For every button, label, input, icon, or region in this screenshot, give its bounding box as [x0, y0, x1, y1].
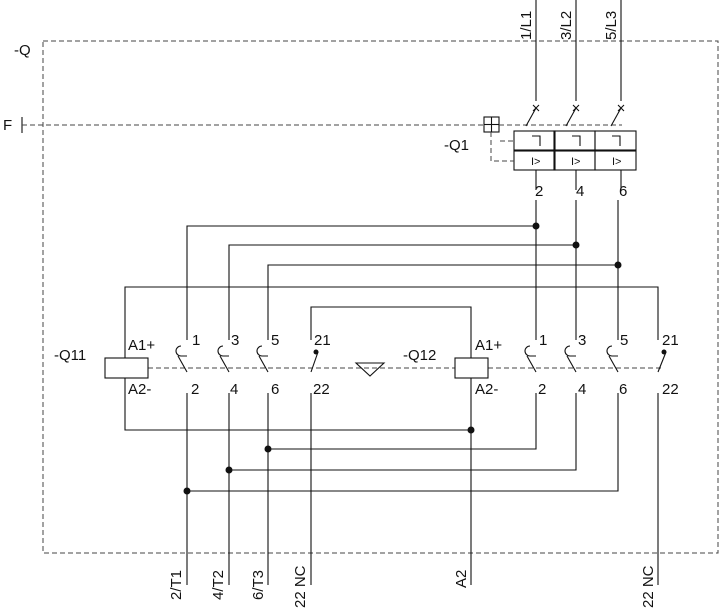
q11-label: -Q11: [54, 347, 86, 364]
actuator-label: F: [3, 117, 12, 134]
trip-symbol-3: I>: [612, 156, 621, 168]
terminal-2t1: 2/T1: [168, 570, 185, 600]
q12-coil-bottom: A2-: [475, 381, 498, 398]
thermal-trip-blocks: [513, 130, 637, 151]
breaker-label: -Q1: [444, 137, 469, 154]
q12-coil-top: A1+: [475, 337, 502, 354]
handle-symbol: [483, 116, 500, 133]
trip-symbol-1: I>: [531, 156, 540, 168]
q11-pole-top-3: 3: [231, 332, 239, 349]
q12-pole-bottom-4: 4: [578, 381, 586, 398]
enclosure-label: -Q: [14, 42, 31, 59]
terminal-labels: 2/T1 4/T2 6/T3 22 NC A2 22 NC: [168, 565, 657, 608]
q11-coil-top: A1+: [128, 337, 155, 354]
contactor-q12: -Q12 A1+ A2- 1 3 5 21 2 4 6 22: [403, 332, 679, 398]
breaker-output-4: 4: [576, 183, 584, 200]
q11-coil-bottom: A2-: [128, 381, 151, 398]
q12-pole-bottom-2: 2: [538, 381, 546, 398]
breaker-output-6: 6: [619, 183, 627, 200]
q12-pole-top-21: 21: [662, 332, 679, 349]
trip-symbol-2: I>: [571, 156, 580, 168]
breaker-q1: -Q1 1/L1 3/L2 5/L3 I>: [444, 0, 637, 200]
enclosure-frame: [42, 40, 719, 554]
q12-pole-top-1: 1: [539, 332, 547, 349]
q11-pole-bottom-2: 2: [191, 381, 199, 398]
supply-label-l1: 1/L1: [518, 11, 535, 40]
q11-pole-bottom-22: 22: [313, 381, 330, 398]
q11-pole-top-5: 5: [271, 332, 279, 349]
q11-pole-bottom-4: 4: [230, 381, 238, 398]
q12-pole-bottom-6: 6: [619, 381, 627, 398]
q12-pole-top-5: 5: [620, 332, 628, 349]
terminal-6t3: 6/T3: [250, 570, 267, 600]
terminal-22nc-q12: 22 NC: [640, 565, 657, 608]
q11-pole-top-21: 21: [314, 332, 331, 349]
q12-label: -Q12: [403, 347, 436, 364]
terminal-a2: A2: [453, 570, 470, 588]
q11-coil: [104, 357, 149, 379]
phase-wiring: [124, 200, 659, 585]
breaker-output-2: 2: [535, 183, 543, 200]
q11-pole-top-1: 1: [192, 332, 200, 349]
q12-pole-bottom-22: 22: [662, 381, 679, 398]
q11-pole-bottom-6: 6: [271, 381, 279, 398]
terminal-22nc-q11: 22 NC: [292, 565, 309, 608]
terminal-4t2: 4/T2: [210, 570, 227, 600]
pole-x-marks: [532, 104, 625, 112]
contactor-q11: -Q11 A1+ A2- 1 3 5 21 2 4 6 22: [54, 332, 331, 398]
q12-coil: [454, 357, 489, 379]
supply-label-l2: 3/L2: [558, 11, 575, 40]
q12-pole-top-3: 3: [578, 332, 586, 349]
supply-label-l3: 5/L3: [603, 11, 620, 40]
interlock-symbol: [354, 362, 386, 377]
